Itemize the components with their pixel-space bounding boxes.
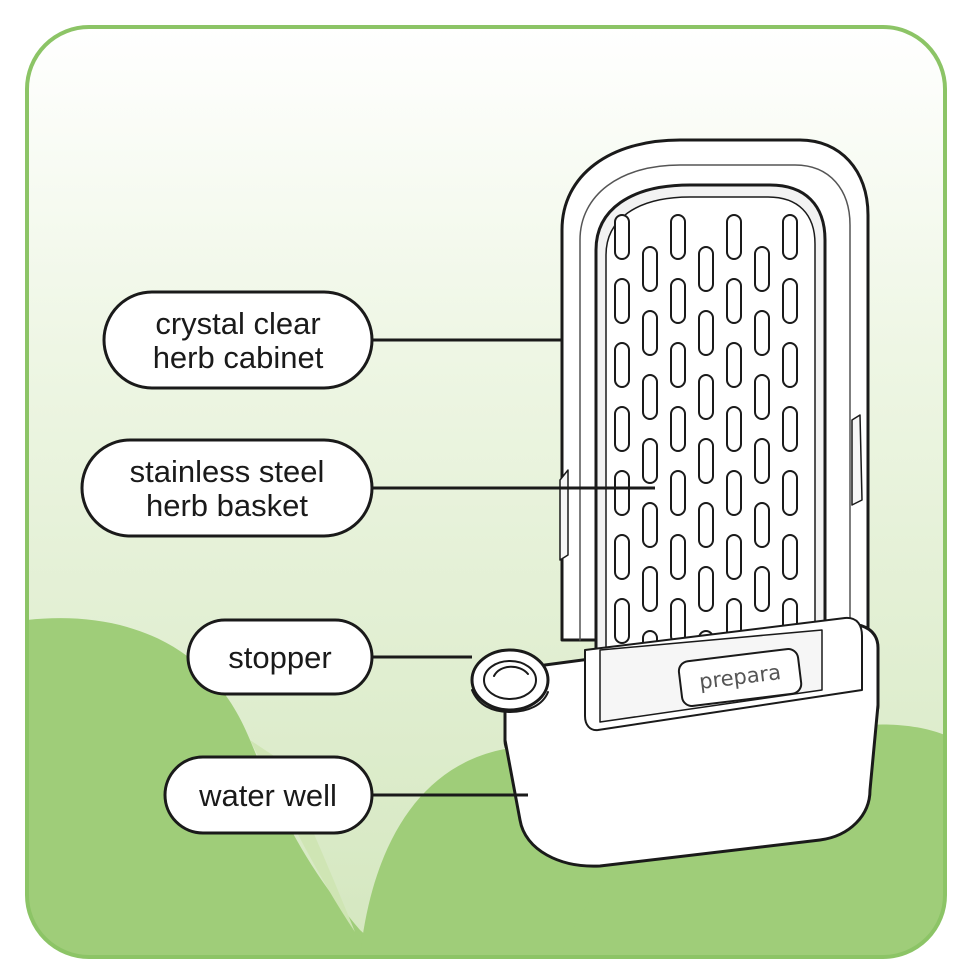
label-well-pill xyxy=(163,755,374,835)
basket-slot xyxy=(726,470,742,516)
basket-slot xyxy=(726,342,742,388)
basket-slot xyxy=(670,534,686,580)
label-cabinet-pill xyxy=(102,290,374,390)
label-basket-pill xyxy=(80,438,374,538)
label-basket: stainless steel herb basket xyxy=(80,438,374,538)
basket-slot xyxy=(754,502,770,548)
basket-slot xyxy=(642,246,658,292)
basket-slot xyxy=(754,566,770,612)
label-stopper-pill xyxy=(186,618,374,696)
basket-slot xyxy=(782,342,798,388)
label-cabinet-line-1: crystal clear xyxy=(155,306,320,341)
leader-lines xyxy=(372,338,655,797)
basket-slot xyxy=(726,406,742,452)
basket-slot xyxy=(698,502,714,548)
label-cabinet-line-2: herb cabinet xyxy=(153,340,324,375)
basket-slot xyxy=(642,374,658,420)
basket-slot xyxy=(670,406,686,452)
label-well: water well xyxy=(163,755,374,835)
basket-slot xyxy=(726,534,742,580)
cabinet-left-tab xyxy=(559,469,569,561)
basket-slot xyxy=(614,470,630,516)
herb-keeper-illustration-icon xyxy=(470,138,880,868)
label-basket-line-2: herb basket xyxy=(146,488,308,523)
basket-slot xyxy=(698,310,714,356)
basket-slot xyxy=(642,310,658,356)
basket-slot xyxy=(782,214,798,260)
basket-slot xyxy=(698,246,714,292)
label-basket-line-1: stainless steel xyxy=(130,454,325,489)
frame-border xyxy=(25,25,947,959)
basket-slot xyxy=(698,438,714,484)
basket-slot xyxy=(642,566,658,612)
basket-slot xyxy=(670,470,686,516)
basket-slot xyxy=(670,278,686,324)
basket-slot xyxy=(614,598,630,644)
label-stopper: stopper xyxy=(186,618,374,696)
basket-slot xyxy=(698,566,714,612)
stopper-icon xyxy=(470,648,550,713)
basket-slot xyxy=(642,502,658,548)
basket-slot xyxy=(614,342,630,388)
logo-plate xyxy=(677,647,803,707)
label-cabinet: crystal clear herb cabinet xyxy=(102,290,374,390)
basket-slot xyxy=(614,214,630,260)
basket-slot xyxy=(782,278,798,324)
basket-slot xyxy=(614,278,630,324)
basket-slot xyxy=(670,342,686,388)
basket-slot xyxy=(782,534,798,580)
basket-slot xyxy=(698,374,714,420)
basket-slot xyxy=(726,278,742,324)
basket-slot xyxy=(614,406,630,452)
basket-slot xyxy=(642,438,658,484)
cabinet-side-tab xyxy=(851,414,863,506)
cabinet-inner-edge xyxy=(579,164,851,641)
basket-slot xyxy=(670,598,686,644)
basket-slot xyxy=(754,438,770,484)
basket-slot xyxy=(782,470,798,516)
label-stopper-text: stopper xyxy=(228,640,331,675)
basket-slot xyxy=(754,374,770,420)
basket-slot xyxy=(754,246,770,292)
label-well-text: water well xyxy=(198,778,337,813)
basket-slot xyxy=(782,406,798,452)
basket-slot xyxy=(670,214,686,260)
water-well-base xyxy=(503,703,880,868)
basket-slot xyxy=(726,214,742,260)
basket-slot xyxy=(614,534,630,580)
basket-slot xyxy=(754,310,770,356)
